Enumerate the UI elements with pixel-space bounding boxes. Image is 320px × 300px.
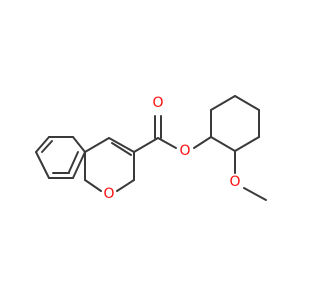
ring-oxygen: O xyxy=(102,186,116,202)
bond xyxy=(84,179,102,192)
bond xyxy=(72,151,86,179)
bond xyxy=(35,151,50,179)
atom-label-ester-o: O xyxy=(179,143,190,159)
ester-oxygen: O xyxy=(178,143,192,159)
bond xyxy=(210,136,236,152)
bond xyxy=(41,140,53,153)
bond xyxy=(68,151,79,173)
molecule-structure: O O O O xyxy=(35,95,267,202)
bonds xyxy=(35,95,267,201)
bond xyxy=(108,137,135,153)
atom-label-ring-o: O xyxy=(103,186,114,202)
bond xyxy=(111,142,132,156)
atom-labels: O O O O xyxy=(102,95,242,202)
bond xyxy=(157,137,177,149)
molecule-canvas: O O O O xyxy=(35,95,267,202)
bond xyxy=(243,187,267,201)
atom-label-methoxy-o: O xyxy=(229,174,240,190)
bond xyxy=(72,136,86,153)
bond xyxy=(84,137,110,153)
bond xyxy=(133,137,159,153)
bond xyxy=(234,95,260,111)
carbonyl-oxygen: O xyxy=(151,95,165,111)
bond xyxy=(234,136,260,152)
bond xyxy=(35,136,50,153)
bond xyxy=(193,136,212,149)
methoxy-oxygen: O xyxy=(228,174,242,190)
atom-label-carbonyl-o: O xyxy=(152,95,163,111)
bond xyxy=(210,95,236,111)
bond xyxy=(116,179,135,192)
